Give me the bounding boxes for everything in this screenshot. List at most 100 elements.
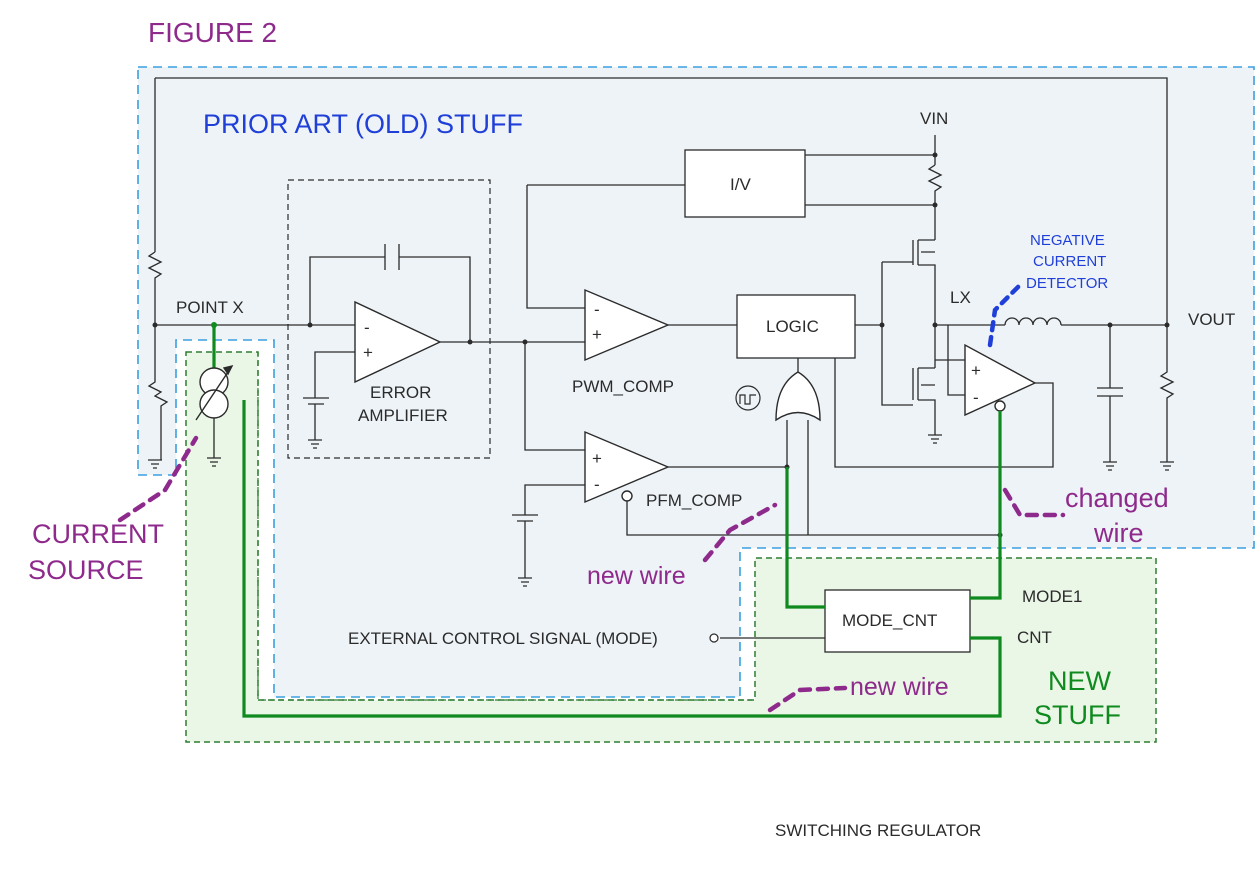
changed-wire-label-line2: wire — [1093, 518, 1144, 548]
prior-art-region — [137, 66, 1255, 698]
high-side-fet — [912, 230, 936, 325]
error-amp-label-line1: ERROR — [370, 383, 431, 402]
pfm-minus: - — [594, 475, 600, 494]
junction-dot — [932, 322, 938, 328]
resistor-top-left — [147, 251, 163, 325]
detector-minus-input — [947, 325, 965, 396]
vin-resistor — [927, 164, 943, 230]
amplifiers — [354, 288, 1037, 504]
pwm-comparator-symbol — [584, 288, 670, 362]
changed-wire-label-line1: changed — [1065, 483, 1169, 513]
mode-input-terminal — [709, 633, 719, 643]
negative-current-label-line3: DETECTOR — [1026, 275, 1108, 292]
logic-label: LOGIC — [766, 317, 819, 336]
mode-cnt-block — [824, 589, 971, 653]
cnt-label: CNT — [1017, 628, 1052, 647]
figure-label: FIGURE 2 — [148, 17, 277, 48]
output-capacitor — [1097, 325, 1123, 471]
error-output-branch — [524, 342, 585, 451]
pfm-plus: + — [592, 449, 602, 468]
reference-battery-left — [303, 397, 329, 449]
current-source-ground — [207, 418, 221, 467]
reference-battery-pfm — [512, 514, 538, 587]
pfm-comp-label: PFM_COMP — [646, 491, 742, 510]
changed-wire-leader — [1002, 487, 1066, 518]
current-source-arrow-head — [222, 364, 234, 376]
point-x-label: POINT X — [176, 298, 244, 317]
new-wire-label-1: new wire — [587, 562, 686, 590]
annotation-leaders — [117, 282, 1066, 713]
iv-label: I/V — [730, 175, 751, 194]
pfm-inverting-bubble — [621, 490, 633, 502]
error-amp-plus-input — [314, 351, 355, 398]
or-gate-symbol — [775, 371, 821, 422]
negative-current-detector-symbol — [964, 343, 1037, 417]
oscillator-symbol — [735, 385, 761, 411]
current-source-lower-circle — [199, 389, 229, 419]
error-amplifier-box — [287, 179, 491, 459]
junction-dot — [932, 152, 938, 158]
error-amp-minus: - — [364, 318, 370, 337]
resistor-bottom-left — [147, 325, 169, 460]
current-source-label-line2: SOURCE — [28, 555, 144, 585]
mode1-to-detector-wire — [970, 411, 1002, 600]
load-resistor — [1159, 325, 1175, 471]
current-source-control-wire — [242, 400, 1002, 718]
vin-label: VIN — [920, 109, 948, 128]
junction-dot — [1107, 322, 1113, 328]
schematic-wiring — [147, 77, 1175, 639]
low-side-fet — [912, 325, 936, 435]
new-stuff-label-line1: NEW — [1048, 666, 1112, 696]
new-wires — [212, 325, 1002, 718]
prior-art-label: PRIOR ART (OLD) STUFF — [203, 109, 523, 139]
new-stuff-inner-outline — [257, 352, 755, 701]
new-wire-leader-2 — [767, 685, 848, 713]
junction-dot — [522, 339, 528, 345]
new-stuff-label-line2: STUFF — [1034, 700, 1121, 730]
detector-output-loop — [834, 358, 1054, 468]
blocks — [684, 149, 971, 653]
junction-dot — [879, 322, 885, 328]
error-amplifier-symbol — [354, 300, 442, 384]
mode-cnt-label: MODE_CNT — [842, 611, 937, 630]
junction-dot — [1164, 322, 1170, 328]
oscillator-circle — [735, 385, 761, 411]
pfm-ref-wire — [524, 484, 585, 515]
ground-left — [148, 459, 162, 469]
point-x-dot — [211, 322, 217, 328]
new-wire-label-2: new wire — [850, 673, 949, 701]
current-source-symbol — [195, 364, 234, 421]
junction-dot — [932, 202, 938, 208]
pwm-minus: - — [594, 300, 600, 319]
pwm-comp-label: PWM_COMP — [572, 377, 674, 396]
oscillator-pulse — [739, 394, 756, 405]
iv-block — [684, 149, 806, 218]
lx-label: LX — [950, 288, 971, 307]
feedback-top-wire — [155, 77, 1168, 325]
external-control-label: EXTERNAL CONTROL SIGNAL (MODE) — [348, 629, 658, 648]
vout-label: VOUT — [1188, 310, 1235, 329]
current-source-variable-arrow — [195, 365, 233, 421]
detector-enable-bubble — [994, 400, 1006, 412]
current-source-leader — [117, 435, 199, 523]
feedback-capacitor — [384, 244, 400, 270]
detector-leader — [987, 282, 1023, 348]
pwm-minus-wire — [526, 185, 585, 309]
logic-to-gates — [855, 261, 913, 406]
error-amp-plus: + — [363, 343, 373, 362]
junction-dot — [307, 322, 313, 328]
current-source-label-line1: CURRENT — [32, 519, 164, 549]
junction-dot — [467, 339, 473, 345]
caption: SWITCHING REGULATOR — [775, 821, 981, 840]
pfm-bubble-wire — [626, 500, 1000, 536]
detector-plus: + — [971, 361, 981, 380]
negative-current-label-line1: NEGATIVE — [1030, 232, 1105, 249]
negative-current-label-line2: CURRENT — [1033, 253, 1106, 270]
error-amp-label-line2: AMPLIFIER — [358, 406, 448, 425]
pfm-to-mode-cnt-wire — [785, 467, 825, 609]
new-wire-leader-1 — [702, 502, 778, 563]
inductor — [1004, 317, 1062, 326]
junction-dot — [152, 322, 158, 328]
error-amp-feedback — [309, 256, 471, 342]
